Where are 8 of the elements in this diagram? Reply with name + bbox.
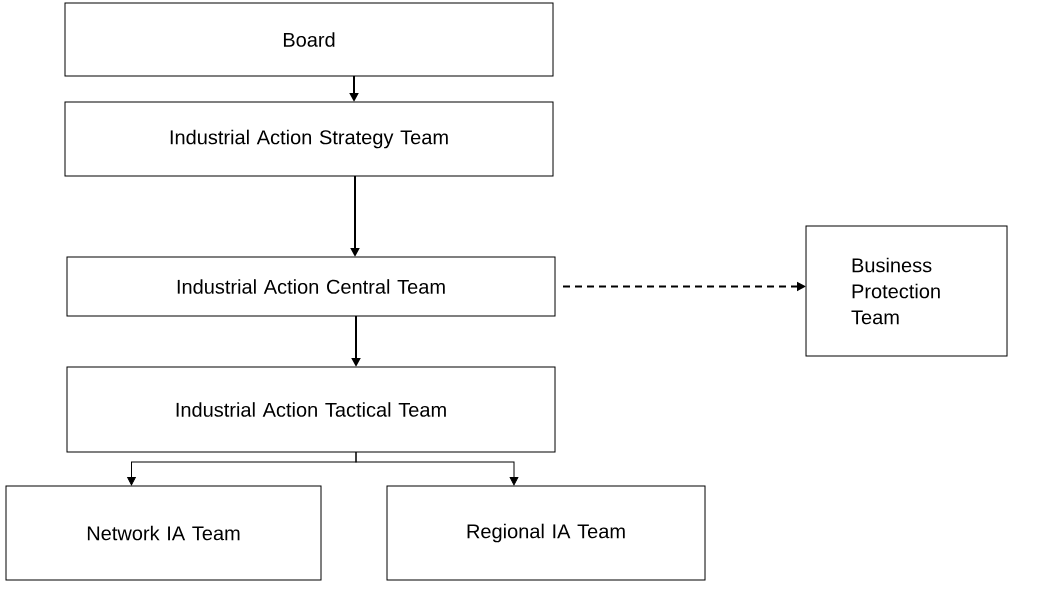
arrow — [355, 451, 519, 486]
team-box: Regional IA Team — [386, 485, 706, 581]
team-box: Industrial Action Strategy Team — [64, 101, 554, 177]
team-box: Industrial Action Central Team — [66, 256, 556, 317]
team-box: Network IA Team — [5, 485, 322, 581]
team-box: Industrial Action Tactical Team — [66, 366, 556, 453]
team-box: Board — [64, 2, 554, 77]
team-box: Business Protection Team — [805, 225, 1008, 357]
